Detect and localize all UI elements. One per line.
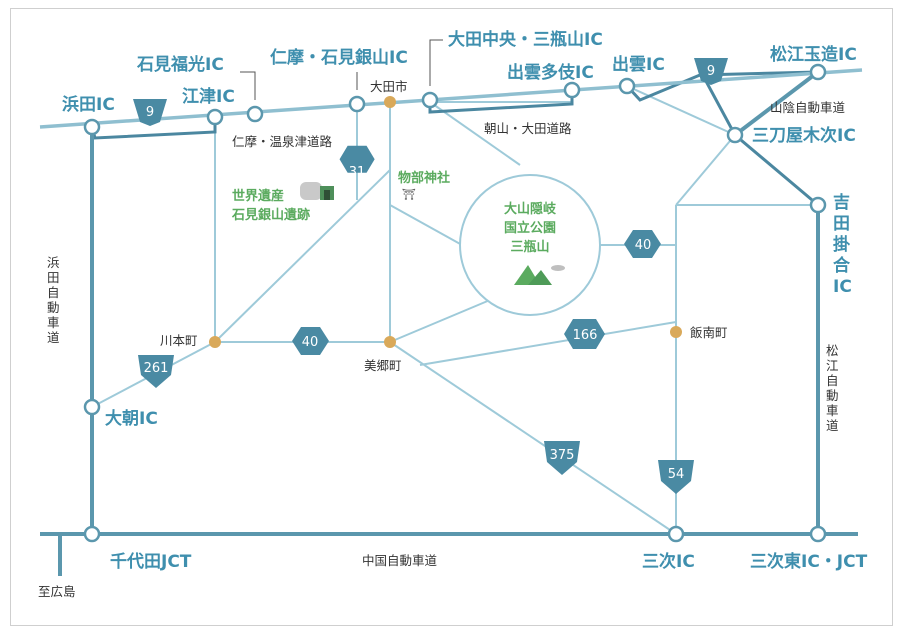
route-40-west-badge: 40 [292, 327, 329, 355]
route-40-north-badge: 40 [624, 230, 661, 258]
expressways [39, 68, 863, 576]
sanin-expressway-line [39, 68, 863, 129]
label-oda-chuo-ic[interactable]: 大田中央・三瓶山IC [448, 29, 603, 50]
node-yoshida-kakeya[interactable] [809, 196, 827, 214]
node-izumo[interactable] [618, 77, 636, 95]
label-misato: 美郷町 [364, 358, 402, 373]
label-world-heritage-1: 世界遺産 [232, 188, 284, 204]
label-nima-yunotsu-road: 仁摩・温泉津道路 [232, 134, 333, 149]
label-mononobe-shrine: 物部神社 [398, 170, 450, 186]
road-misato-iinan [419, 321, 677, 366]
route-31-badge: 31 [339, 145, 375, 180]
label-iwamifukumitsu-ic[interactable]: 石見福光IC [136, 54, 224, 75]
ic-nodes [83, 63, 827, 543]
route-166-badge: 166 [564, 319, 605, 349]
route9-east [625, 70, 819, 102]
road-kawamoto-oda [214, 169, 391, 343]
svg-text:31: 31 [349, 165, 366, 180]
label-nima-ic[interactable]: 仁摩・石見銀山IC [270, 47, 408, 68]
label-world-heritage-2: 石見銀山遺跡 [231, 207, 310, 223]
label-matsue-tamatsukuri-ic[interactable]: 松江玉造IC [770, 44, 857, 65]
shrine-gate-icon: ⛩ [402, 188, 416, 201]
label-sanin-expressway: 山陰自動車道 [770, 100, 846, 115]
route-9-west-badge: 9 [133, 99, 167, 126]
label-izumo-ic[interactable]: 出雲IC [612, 54, 665, 75]
node-miyoshi-higashi[interactable] [809, 525, 827, 543]
label-park-1: 大山隠岐 [504, 201, 557, 217]
road-misato-park [389, 299, 491, 343]
node-gotsu[interactable] [206, 108, 224, 126]
label-chiyoda-jct[interactable]: 千代田JCT [110, 551, 192, 572]
route-375-badge: 375 [544, 441, 580, 475]
road-mitoya-south [675, 134, 736, 206]
label-yoshida-kakeya-ic[interactable]: 吉田掛合IC [833, 193, 852, 297]
label-gotsu-ic[interactable]: 江津IC [182, 86, 235, 107]
svg-text:40: 40 [635, 238, 652, 253]
route-badges: 9 9 31 40 40 166 261 375 [133, 58, 728, 494]
node-miyoshi[interactable] [667, 525, 685, 543]
pointer-oda-chuo [429, 39, 443, 86]
dot-kawamoto[interactable] [209, 336, 221, 348]
route-9-east-badge: 9 [694, 58, 728, 85]
road-izumo-mitoya [626, 85, 736, 136]
dot-iinan[interactable] [670, 326, 682, 338]
local-roads [91, 85, 818, 535]
node-nima[interactable] [348, 95, 366, 113]
node-izumo-taki[interactable] [563, 81, 581, 99]
svg-text:9: 9 [146, 105, 154, 120]
label-kawamoto: 川本町 [160, 333, 198, 348]
label-daiasa-ic[interactable]: 大朝IC [105, 408, 158, 429]
label-asayama-oda-road: 朝山・大田道路 [484, 121, 572, 136]
node-oda-chuo[interactable] [421, 91, 439, 109]
node-daiasa[interactable] [83, 398, 101, 416]
pointer-iwamifukumitsu [240, 71, 256, 100]
label-miyoshi-higashi-ic[interactable]: 三次東IC・JCT [750, 551, 868, 572]
svg-text:54: 54 [668, 467, 685, 482]
town-dots [209, 96, 682, 348]
label-park-2: 国立公園 [504, 220, 556, 236]
node-hamada[interactable] [83, 118, 101, 136]
sanbe-park-circle [459, 174, 601, 316]
road-misato-miyoshi [389, 341, 677, 535]
label-chugoku-expressway: 中国自動車道 [362, 553, 438, 568]
node-iwamifukumitsu[interactable] [246, 105, 264, 123]
road-oda-park [389, 204, 463, 246]
node-mitoya-kisuki[interactable] [726, 126, 744, 144]
label-oda-city: 大田市 [370, 79, 408, 94]
label-matsue-expressway: 松江自動車道 [826, 343, 839, 433]
label-izumo-taki-ic[interactable]: 出雲多伎IC [507, 62, 594, 83]
route-261-badge: 261 [138, 355, 174, 388]
label-iinan: 飯南町 [690, 325, 728, 340]
label-park-3: 三瓶山 [510, 239, 549, 255]
svg-text:261: 261 [144, 361, 169, 376]
label-miyoshi-ic[interactable]: 三次IC [642, 551, 695, 572]
label-hamada-ic[interactable]: 浜田IC [62, 95, 115, 115]
svg-text:375: 375 [550, 448, 575, 463]
route-54-badge: 54 [658, 460, 694, 494]
matsue-link [733, 70, 820, 137]
mountain-icon [514, 265, 565, 285]
node-chiyoda[interactable] [83, 525, 101, 543]
label-to-hiroshima: 至広島 [38, 584, 76, 599]
svg-text:166: 166 [573, 328, 598, 343]
node-matsue-tamatsukuri[interactable] [809, 63, 827, 81]
svg-text:40: 40 [302, 335, 319, 350]
label-hamada-expressway: 浜田自動車道 [47, 255, 60, 345]
heritage-mine-icon [300, 182, 334, 200]
dot-oda-city[interactable] [384, 96, 396, 108]
dot-misato[interactable] [384, 336, 396, 348]
label-mitoya-kisuki-ic[interactable]: 三刀屋木次IC [752, 125, 856, 146]
route54-north [734, 133, 819, 207]
svg-text:9: 9 [707, 64, 715, 79]
callout-pointers [240, 39, 443, 100]
